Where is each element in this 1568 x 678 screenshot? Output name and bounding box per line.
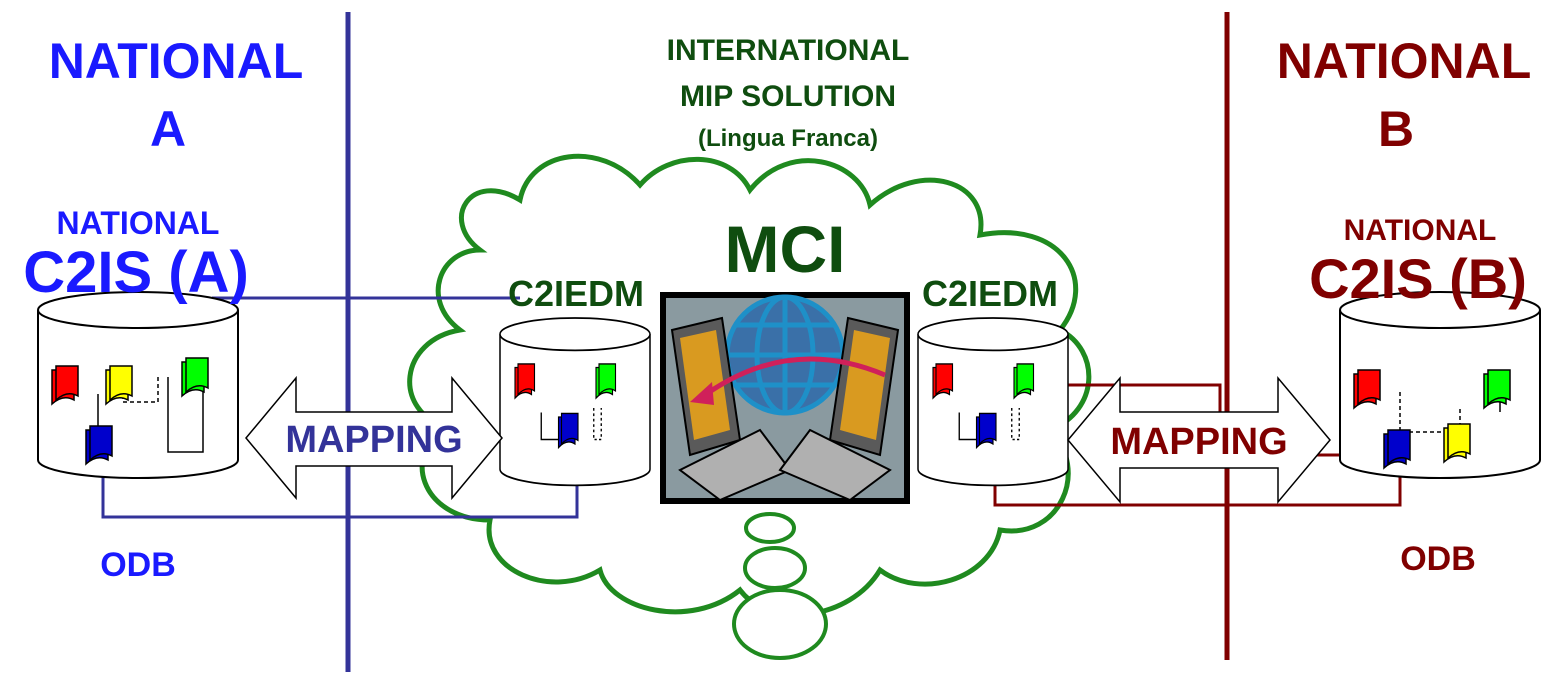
mci-label: MCI [725,212,846,286]
national-b-title-line2: B [1378,101,1414,157]
national-a-db-label: ODB [100,546,176,584]
mapping-label-left: MAPPING [285,419,462,461]
national-b-title-line1: NATIONAL [1277,33,1532,89]
international-line1: INTERNATIONAL [667,34,910,67]
international-line3: (Lingua Franca) [698,125,878,152]
national-b-system-line1: NATIONAL [1344,214,1497,247]
mapping-arrow-right: MAPPING [1067,375,1331,505]
national-a-system-line1: NATIONAL [57,205,220,241]
cloud-puff-small [744,512,796,544]
database-icon-a [37,291,239,479]
database-icon-c2iedm-right [917,317,1069,487]
database-icon-b [1339,291,1541,479]
arrow-head [690,382,714,405]
cloud-puff-large [732,588,828,660]
national-b-system-line2: C2IS (B) [1309,247,1527,310]
international-line2: MIP SOLUTION [680,80,896,113]
mapping-arrow-left: MAPPING [245,375,503,501]
national-a-title-line1: NATIONAL [49,33,304,89]
database-icon-c2iedm-left [499,317,651,487]
mci-image [660,292,910,504]
links-a [101,296,579,519]
national-a-title-line2: A [150,101,186,157]
cloud-puff-medium [743,546,807,590]
computer-icon-right [778,316,900,502]
globe-icon [724,294,846,416]
national-a-system-line2: C2IS (A) [23,240,249,305]
national-b-db-label: ODB [1400,540,1476,578]
mapping-label-right: MAPPING [1110,421,1287,463]
c2iedm-label-right: C2IEDM [922,273,1058,314]
c2iedm-label-left: C2IEDM [508,273,644,314]
arrow-icon [703,356,886,398]
